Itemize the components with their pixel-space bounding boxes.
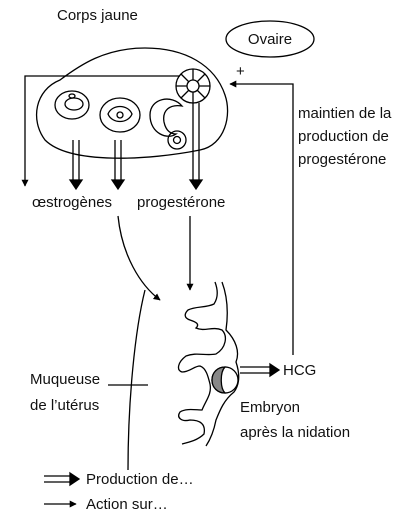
embryo-shading xyxy=(211,366,227,394)
follicle-2 xyxy=(99,97,141,133)
follicle-1 xyxy=(54,90,90,120)
hcg-label: HCG xyxy=(283,362,316,379)
maintien-label-1: maintien de la xyxy=(298,105,392,122)
maintien-label-3: progestérone xyxy=(298,151,386,168)
corps-jaune-label: Corps jaune xyxy=(57,7,138,24)
muqueuse-label-2: de l’utérus xyxy=(30,397,99,414)
uterus-wall-left xyxy=(127,289,146,471)
corpus-luteum xyxy=(175,68,211,104)
hcg-production-arrow xyxy=(240,362,281,378)
embryon-label-1: Embryon xyxy=(240,399,300,416)
oestrogen-production-arrows xyxy=(68,140,126,191)
progesterone-production-arrow xyxy=(188,103,204,191)
embryon-label-2: après la nidation xyxy=(240,424,350,441)
legend-production-label: Production de… xyxy=(86,471,194,488)
ovary-outline xyxy=(35,47,229,159)
uterus-mucosa-right xyxy=(177,281,227,445)
ovaire-oval xyxy=(225,20,315,58)
ovaire-label: Ovaire xyxy=(248,31,292,48)
maintien-label-2: production de xyxy=(298,128,389,145)
plus-sign: + xyxy=(236,63,245,80)
oestrogen-left-arrow xyxy=(21,75,180,187)
oestrogenes-label: œstrogènes xyxy=(32,194,112,211)
muqueuse-label-1: Muqueuse xyxy=(30,371,100,388)
follicle-3 xyxy=(149,98,187,150)
oestrogen-action-arrow xyxy=(117,215,161,301)
uterus-mucosa-outer xyxy=(205,281,240,447)
legend-action-label: Action sur… xyxy=(86,496,168,513)
legend-production-arrow xyxy=(44,471,81,487)
progesterone-label: progestérone xyxy=(137,194,225,211)
hcg-feedback-arrow xyxy=(229,80,294,355)
